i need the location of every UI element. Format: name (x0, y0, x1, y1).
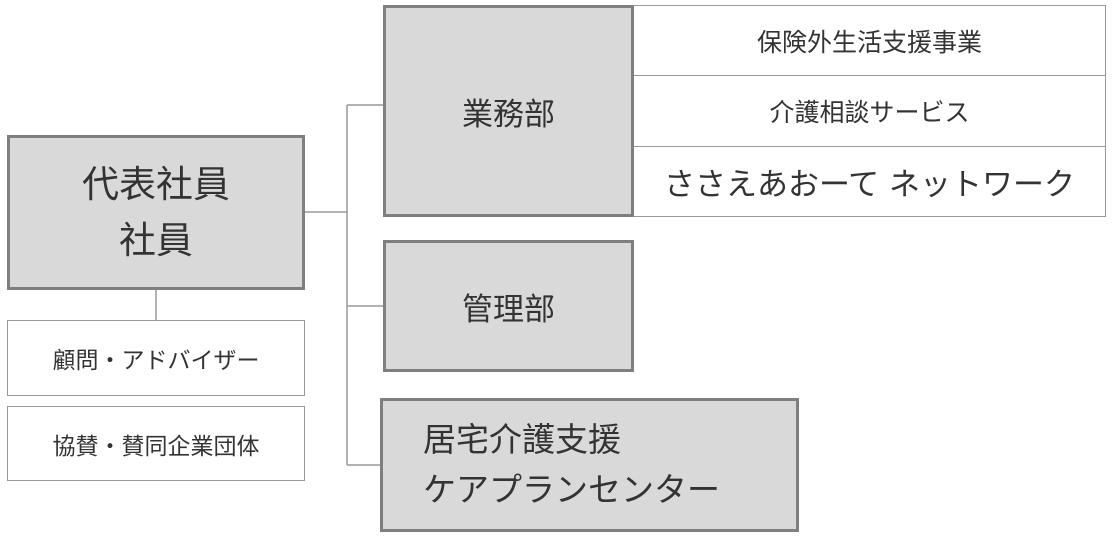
advisors-label: 顧問・アドバイザー (52, 348, 260, 374)
care-center-line2: ケアプランセンター (423, 470, 720, 509)
service-label: ささえあおーて ネットワーク (664, 166, 1075, 203)
leadership-line1: 代表社員 (82, 162, 230, 206)
service-row-support-network: ささえあおーて ネットワーク (634, 147, 1105, 216)
business-department-label: 業務部 (462, 96, 555, 133)
admin-department-label: 管理部 (462, 291, 555, 328)
business-services-table: 保険外生活支援事業 介護相談サービス ささえあおーて ネットワーク (634, 5, 1106, 217)
business-department-box: 業務部 (383, 5, 634, 217)
sponsors-label: 協賛・賛同企業団体 (52, 433, 260, 460)
service-row-care-consultation: 介護相談サービス (634, 76, 1105, 147)
leadership-line2: 社員 (119, 218, 193, 262)
care-center-box: 居宅介護支援 ケアプランセンター (380, 398, 799, 532)
advisors-box: 顧問・アドバイザー (7, 320, 305, 396)
leadership-box: 代表社員 社員 (7, 135, 305, 290)
care-center-line1: 居宅介護支援 (423, 420, 621, 459)
sponsors-box: 協賛・賛同企業団体 (7, 406, 305, 481)
service-label: 保険外生活支援事業 (756, 27, 982, 57)
service-row-lifestyle-support: 保険外生活支援事業 (634, 6, 1105, 77)
admin-department-box: 管理部 (383, 240, 634, 372)
service-label: 介護相談サービス (769, 97, 970, 127)
